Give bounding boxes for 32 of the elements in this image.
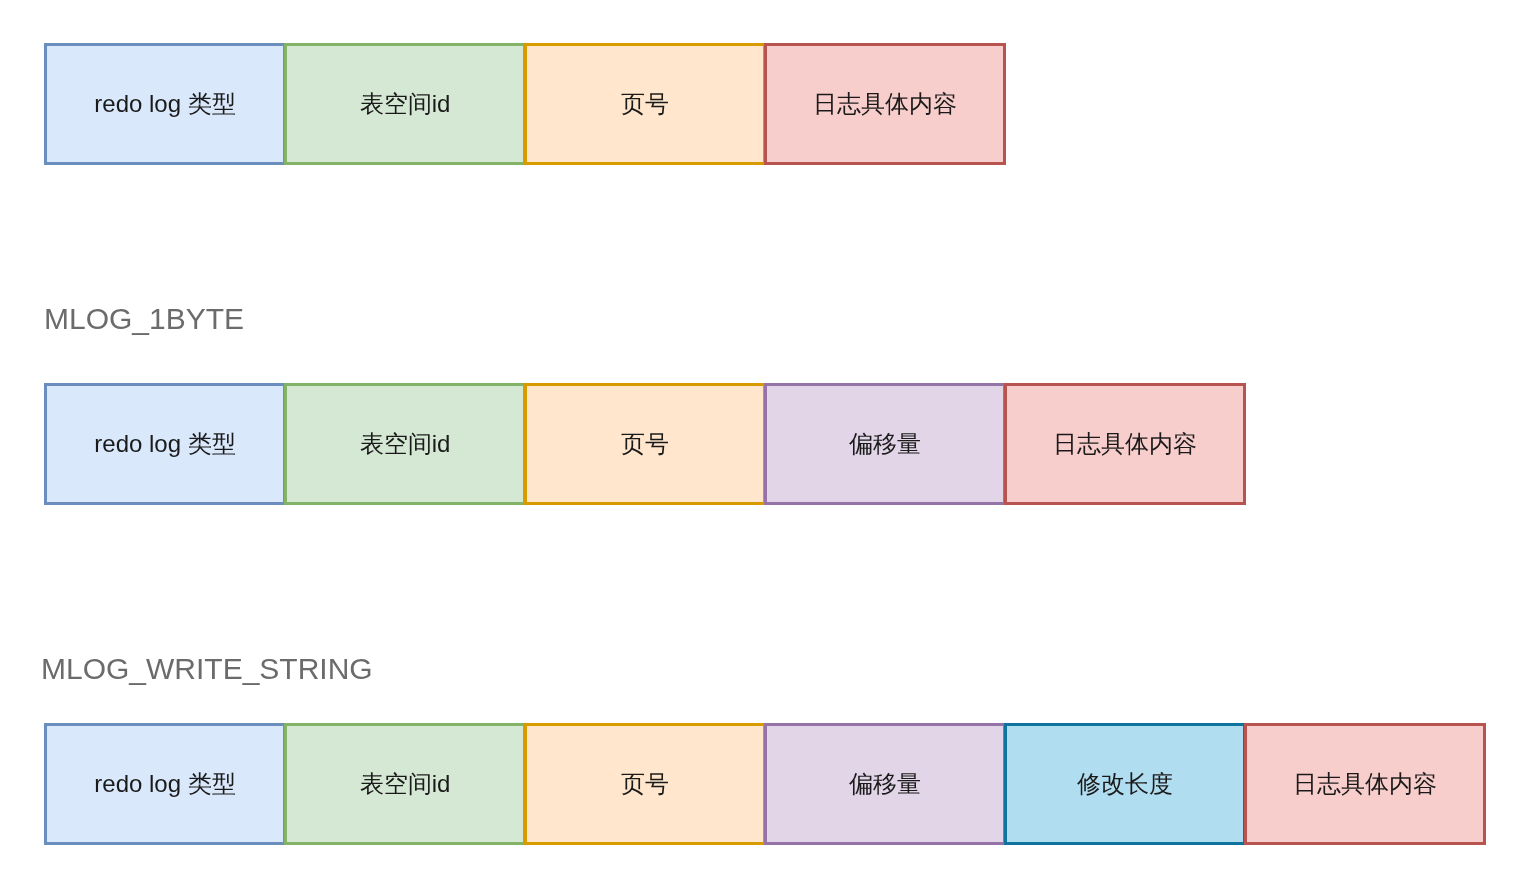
- field-box: [284, 723, 526, 845]
- field-box: [764, 43, 1006, 165]
- field-box: [764, 723, 1006, 845]
- field-box: [284, 43, 526, 165]
- record-type-label: MLOG_WRITE_STRING: [41, 652, 373, 686]
- field-name: 修改长度: [1077, 769, 1173, 799]
- field-name: 日志具体内容: [1293, 769, 1437, 799]
- field-name: 偏移量: [849, 769, 921, 799]
- field-name: redo log 类型: [94, 89, 236, 119]
- field-box: [764, 383, 1006, 505]
- field-box: [1244, 723, 1486, 845]
- field-name: redo log 类型: [94, 769, 236, 799]
- field-name: 日志具体内容: [1053, 429, 1197, 459]
- field-name: 偏移量: [849, 429, 921, 459]
- field-name: 表空间id: [359, 89, 451, 119]
- field-box: [44, 383, 286, 505]
- field-box: [1004, 383, 1246, 505]
- field-box: [44, 723, 286, 845]
- field-box: [44, 43, 286, 165]
- record-type-label: MLOG_1BYTE: [44, 302, 245, 336]
- field-box: [524, 383, 766, 505]
- field-box: [524, 723, 766, 845]
- field-name: 日志具体内容: [813, 89, 957, 119]
- field-name: 表空间id: [359, 769, 451, 799]
- field-box: [284, 383, 526, 505]
- field-name: 页号: [621, 89, 669, 119]
- field-box: [524, 43, 766, 165]
- field-name: 页号: [621, 429, 669, 459]
- field-name: 表空间id: [359, 429, 451, 459]
- field-name: redo log 类型: [94, 429, 236, 459]
- field-box: [1004, 723, 1246, 845]
- field-name: 页号: [621, 769, 669, 799]
